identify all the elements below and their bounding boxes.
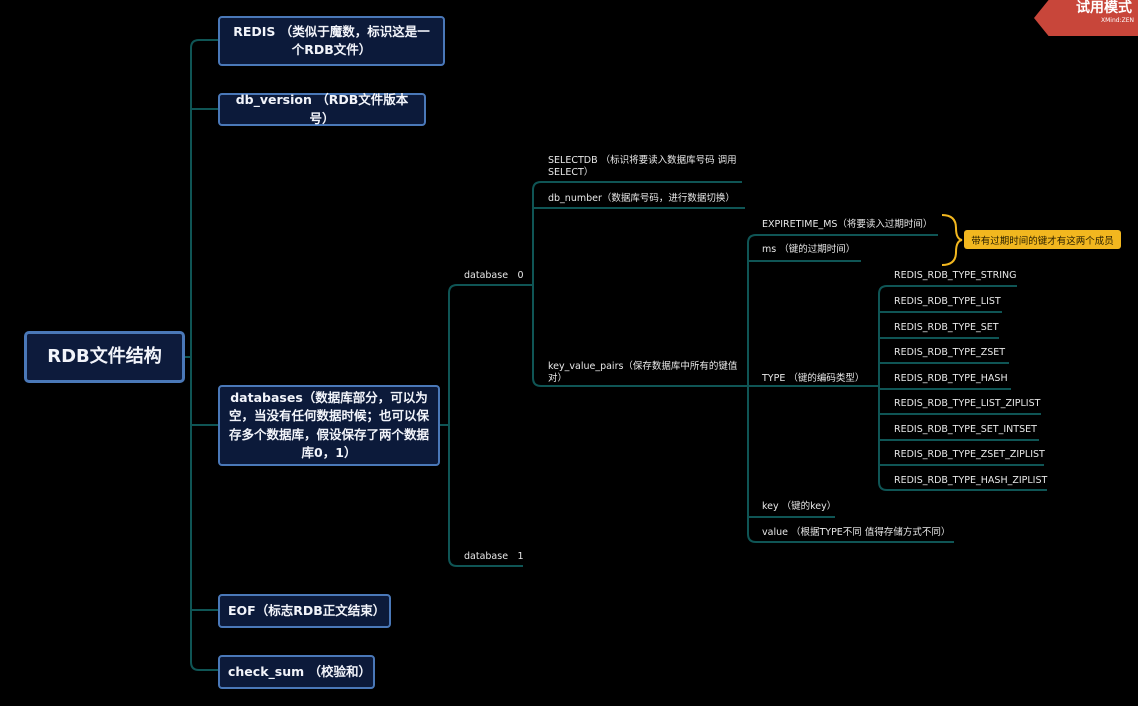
summary-brace [941, 214, 963, 266]
topic-selectdb[interactable]: SELECTDB （标识将要读入数据库号码 调用SELECT） [548, 155, 737, 178]
topic-check-sum-label: check_sum （校验和） [228, 663, 371, 679]
topic-databases[interactable]: databases（数据库部分，可以为空，当没有任何数据时候；也可以保存多个数据… [218, 385, 440, 466]
topic-check-sum[interactable]: check_sum （校验和） [218, 655, 375, 689]
topic-type-hash-ziplist[interactable]: REDIS_RDB_TYPE_HASH_ZIPLIST [894, 475, 1048, 486]
topic-eof-label: EOF（标志RDB正文结束） [228, 602, 386, 618]
topic-redis-label: REDIS （类似于魔数，标识这是一个RDB文件） [233, 23, 430, 57]
topic-type-hash[interactable]: REDIS_RDB_TYPE_HASH [894, 373, 1008, 384]
topic-expiretime-ms[interactable]: EXPIRETIME_MS（将要读入过期时间） [762, 219, 933, 230]
topic-type-string[interactable]: REDIS_RDB_TYPE_STRING [894, 270, 1017, 281]
topic-redis[interactable]: REDIS （类似于魔数，标识这是一个RDB文件） [218, 16, 445, 66]
topic-db-version[interactable]: db_version （RDB文件版本号） [218, 92, 426, 126]
topic-ms[interactable]: ms （键的过期时间） [762, 244, 856, 255]
topic-database-1[interactable]: database 1 [464, 551, 524, 562]
topic-type-set[interactable]: REDIS_RDB_TYPE_SET [894, 322, 999, 333]
topic-db-version-label: db_version （RDB文件版本号） [235, 92, 409, 126]
topic-type-zset-ziplist[interactable]: REDIS_RDB_TYPE_ZSET_ZIPLIST [894, 449, 1045, 460]
product-label: XMind:ZEN [1101, 17, 1134, 24]
topic-type-zset[interactable]: REDIS_RDB_TYPE_ZSET [894, 347, 1006, 358]
topic-eof[interactable]: EOF（标志RDB正文结束） [218, 594, 391, 628]
summary-note[interactable]: 带有过期时间的键才有这两个成员 [964, 230, 1121, 249]
root-topic-label: RDB文件结构 [47, 345, 162, 367]
topic-databases-label: databases（数据库部分，可以为空，当没有任何数据时候；也可以保存多个数据… [228, 390, 429, 460]
trial-mode-badge[interactable]: 试用模式 XMind:ZEN [1034, 0, 1138, 36]
root-topic[interactable]: RDB文件结构 [24, 331, 185, 383]
topic-type[interactable]: TYPE （键的编码类型） [762, 373, 865, 384]
topic-type-set-intset[interactable]: REDIS_RDB_TYPE_SET_INTSET [894, 424, 1037, 435]
summary-note-label: 带有过期时间的键才有这两个成员 [971, 235, 1114, 247]
topic-key[interactable]: key （键的key） [762, 501, 837, 512]
topic-type-list[interactable]: REDIS_RDB_TYPE_LIST [894, 296, 1001, 307]
topic-value[interactable]: value （根据TYPE不同 值得存储方式不同） [762, 527, 951, 538]
trial-mode-label: 试用模式 [1076, 0, 1132, 16]
topic-database-0[interactable]: database 0 [464, 270, 524, 281]
topic-db-number[interactable]: db_number（数据库号码，进行数据切换） [548, 193, 735, 204]
topic-key-value-pairs[interactable]: key_value_pairs（保存数据库中所有的键值对） [548, 361, 738, 384]
topic-type-list-ziplist[interactable]: REDIS_RDB_TYPE_LIST_ZIPLIST [894, 398, 1041, 409]
